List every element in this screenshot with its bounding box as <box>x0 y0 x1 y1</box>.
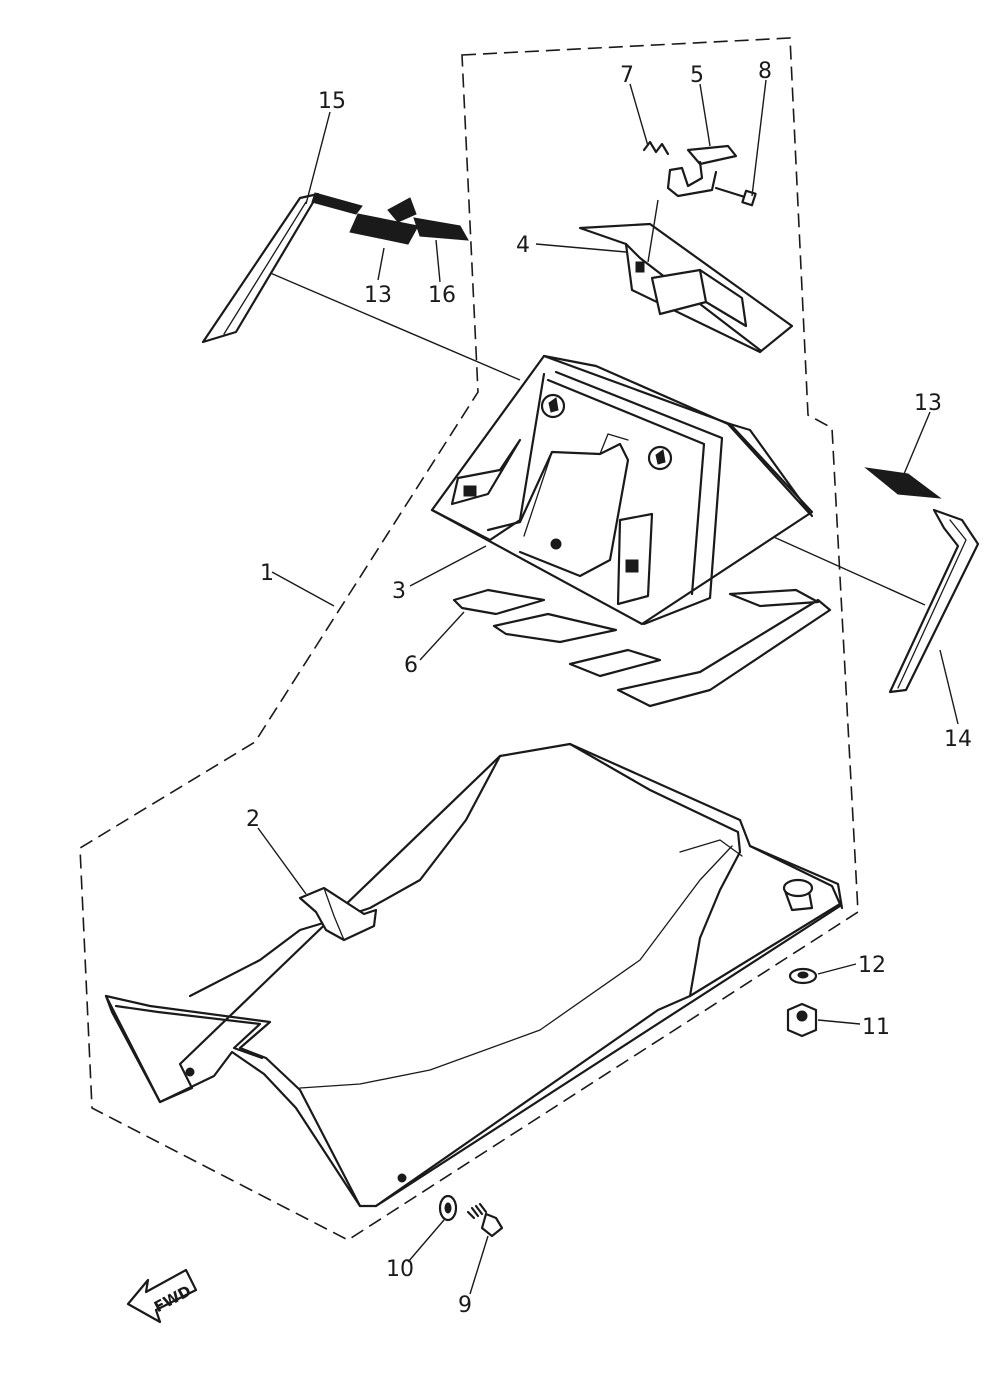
callout-2: 2 <box>246 807 260 832</box>
seat-bracket <box>298 886 378 942</box>
callout-16: 16 <box>428 283 456 308</box>
bolt-8 <box>714 186 757 207</box>
callout-labels: 1 2 3 4 5 6 7 8 9 10 11 12 13 13 14 15 1… <box>246 59 972 1318</box>
assembly-boundary <box>79 37 859 1241</box>
washer-10 <box>438 1194 458 1222</box>
callout-13-left: 13 <box>364 283 392 308</box>
lock-bracket <box>578 199 794 354</box>
callout-5: 5 <box>690 63 704 88</box>
callout-1: 1 <box>260 561 274 586</box>
callout-14: 14 <box>944 727 972 752</box>
bolt-9 <box>466 1202 504 1238</box>
alignment-line-left <box>267 271 521 381</box>
callout-leaders <box>257 79 959 1295</box>
washer-12 <box>788 967 818 985</box>
side-cover-left <box>201 192 363 344</box>
forward-arrow: FWD <box>126 1268 198 1324</box>
emblem-model <box>387 197 469 241</box>
callout-15: 15 <box>318 89 346 114</box>
callout-6: 6 <box>404 653 418 678</box>
callout-13-right: 13 <box>914 391 942 416</box>
damper-pads <box>452 588 832 708</box>
tail-box <box>430 354 814 626</box>
callout-10: 10 <box>386 1257 414 1282</box>
side-cover-right <box>888 508 980 694</box>
emblem-left <box>349 213 419 245</box>
emblem-right <box>864 467 942 499</box>
callout-3: 3 <box>392 579 406 604</box>
callout-12: 12 <box>858 953 886 978</box>
callout-4: 4 <box>516 233 530 258</box>
seat-lock-hook <box>666 144 738 198</box>
callout-8: 8 <box>758 59 772 84</box>
callout-11: 11 <box>862 1015 890 1040</box>
callout-9: 9 <box>458 1293 472 1318</box>
seat <box>104 742 844 1208</box>
nut-11 <box>786 1002 818 1038</box>
callout-7: 7 <box>620 63 634 88</box>
